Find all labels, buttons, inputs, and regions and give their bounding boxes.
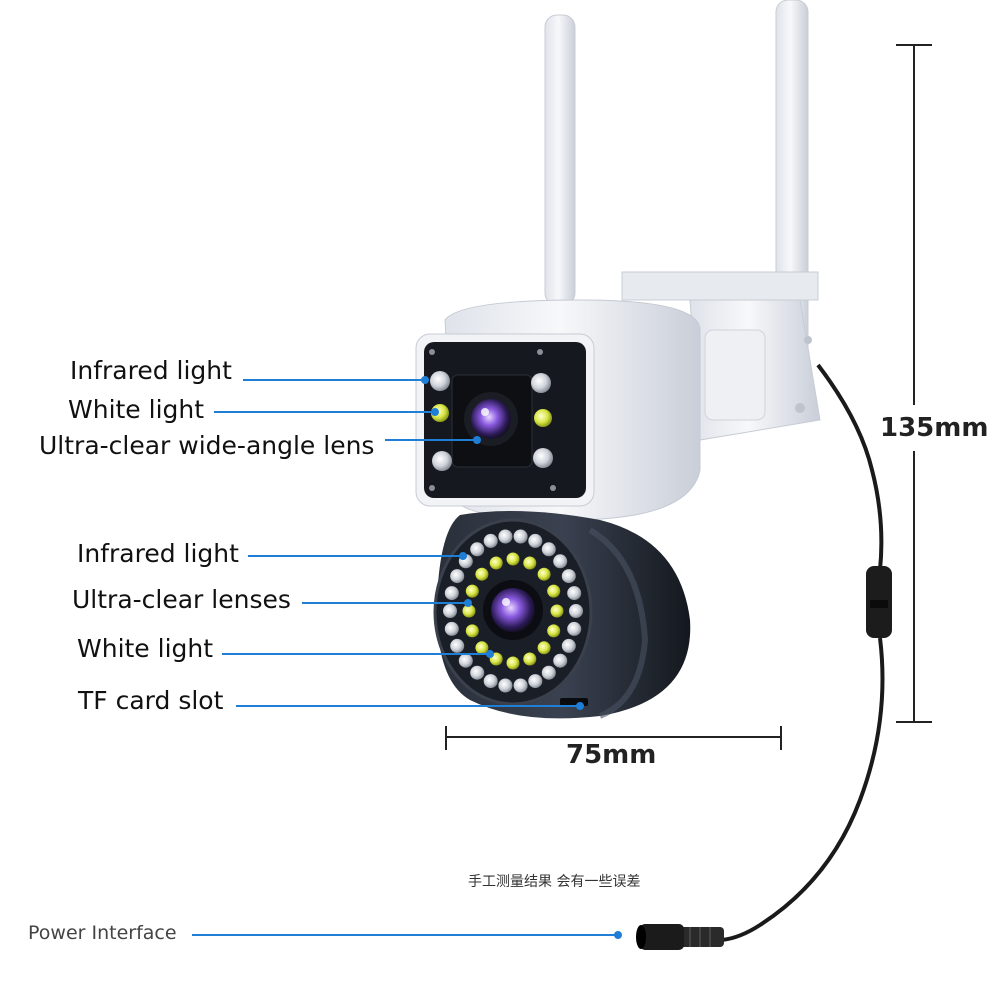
led-dot — [475, 641, 489, 655]
led-dot — [541, 665, 556, 680]
led-dot — [547, 624, 561, 638]
measurement-note: 手工测量结果 会有一些误差 — [468, 874, 641, 890]
antenna-left — [544, 14, 576, 306]
led-dot — [465, 624, 479, 638]
label-wide-angle-lens: Ultra-clear wide-angle lens — [39, 431, 375, 460]
led-dot — [513, 678, 528, 693]
width-dimension-label: 75mm — [566, 740, 657, 770]
led-dot — [561, 569, 576, 584]
led-dot — [470, 542, 485, 557]
led-dot — [450, 638, 465, 653]
led-dot — [483, 533, 498, 548]
led-dot — [475, 567, 489, 581]
led-dot — [567, 621, 582, 636]
led-dot — [537, 641, 551, 655]
led-dot — [550, 604, 564, 618]
led-dot — [465, 584, 479, 598]
led-dot — [498, 529, 513, 544]
led-dot — [537, 567, 551, 581]
led-dot — [470, 665, 485, 680]
led-dot — [498, 678, 513, 693]
led-dot — [513, 529, 528, 544]
led-dot — [528, 674, 543, 689]
led-dot — [553, 554, 568, 569]
led-dot — [443, 604, 457, 618]
label-tf-card-slot: TF card slot — [78, 686, 224, 715]
led-dot — [444, 586, 459, 601]
lower-dome-housing — [433, 511, 691, 719]
led-dot — [569, 604, 583, 618]
led-dot — [523, 652, 537, 666]
label-bottom-infrared-light: Infrared light — [77, 539, 239, 568]
label-top-white-light: White light — [68, 395, 205, 424]
power-cable — [636, 363, 892, 950]
led-dot — [528, 533, 543, 548]
led-dot — [458, 653, 473, 668]
led-ring — [443, 529, 583, 693]
led-dot — [462, 604, 476, 618]
upper-camera-housing — [415, 299, 701, 521]
wall-mount-bracket — [621, 271, 821, 441]
led-dot — [523, 556, 537, 570]
led-dot — [506, 552, 520, 566]
led-dot — [483, 674, 498, 689]
height-dimension-label: 135mm — [880, 413, 989, 443]
led-dot — [547, 584, 561, 598]
led-dot — [506, 656, 520, 670]
label-ultra-clear-lenses: Ultra-clear lenses — [72, 585, 291, 614]
led-dot — [561, 638, 576, 653]
led-dot — [489, 556, 503, 570]
led-dot — [567, 586, 582, 601]
label-bottom-white-light: White light — [77, 634, 214, 663]
label-power-interface: Power Interface — [28, 922, 177, 944]
led-dot — [450, 569, 465, 584]
dimension-lines — [445, 44, 932, 750]
led-dot — [553, 653, 568, 668]
led-dot — [541, 542, 556, 557]
leader-lines — [192, 376, 622, 939]
led-dot — [444, 621, 459, 636]
label-top-infrared-light: Infrared light — [70, 356, 232, 385]
